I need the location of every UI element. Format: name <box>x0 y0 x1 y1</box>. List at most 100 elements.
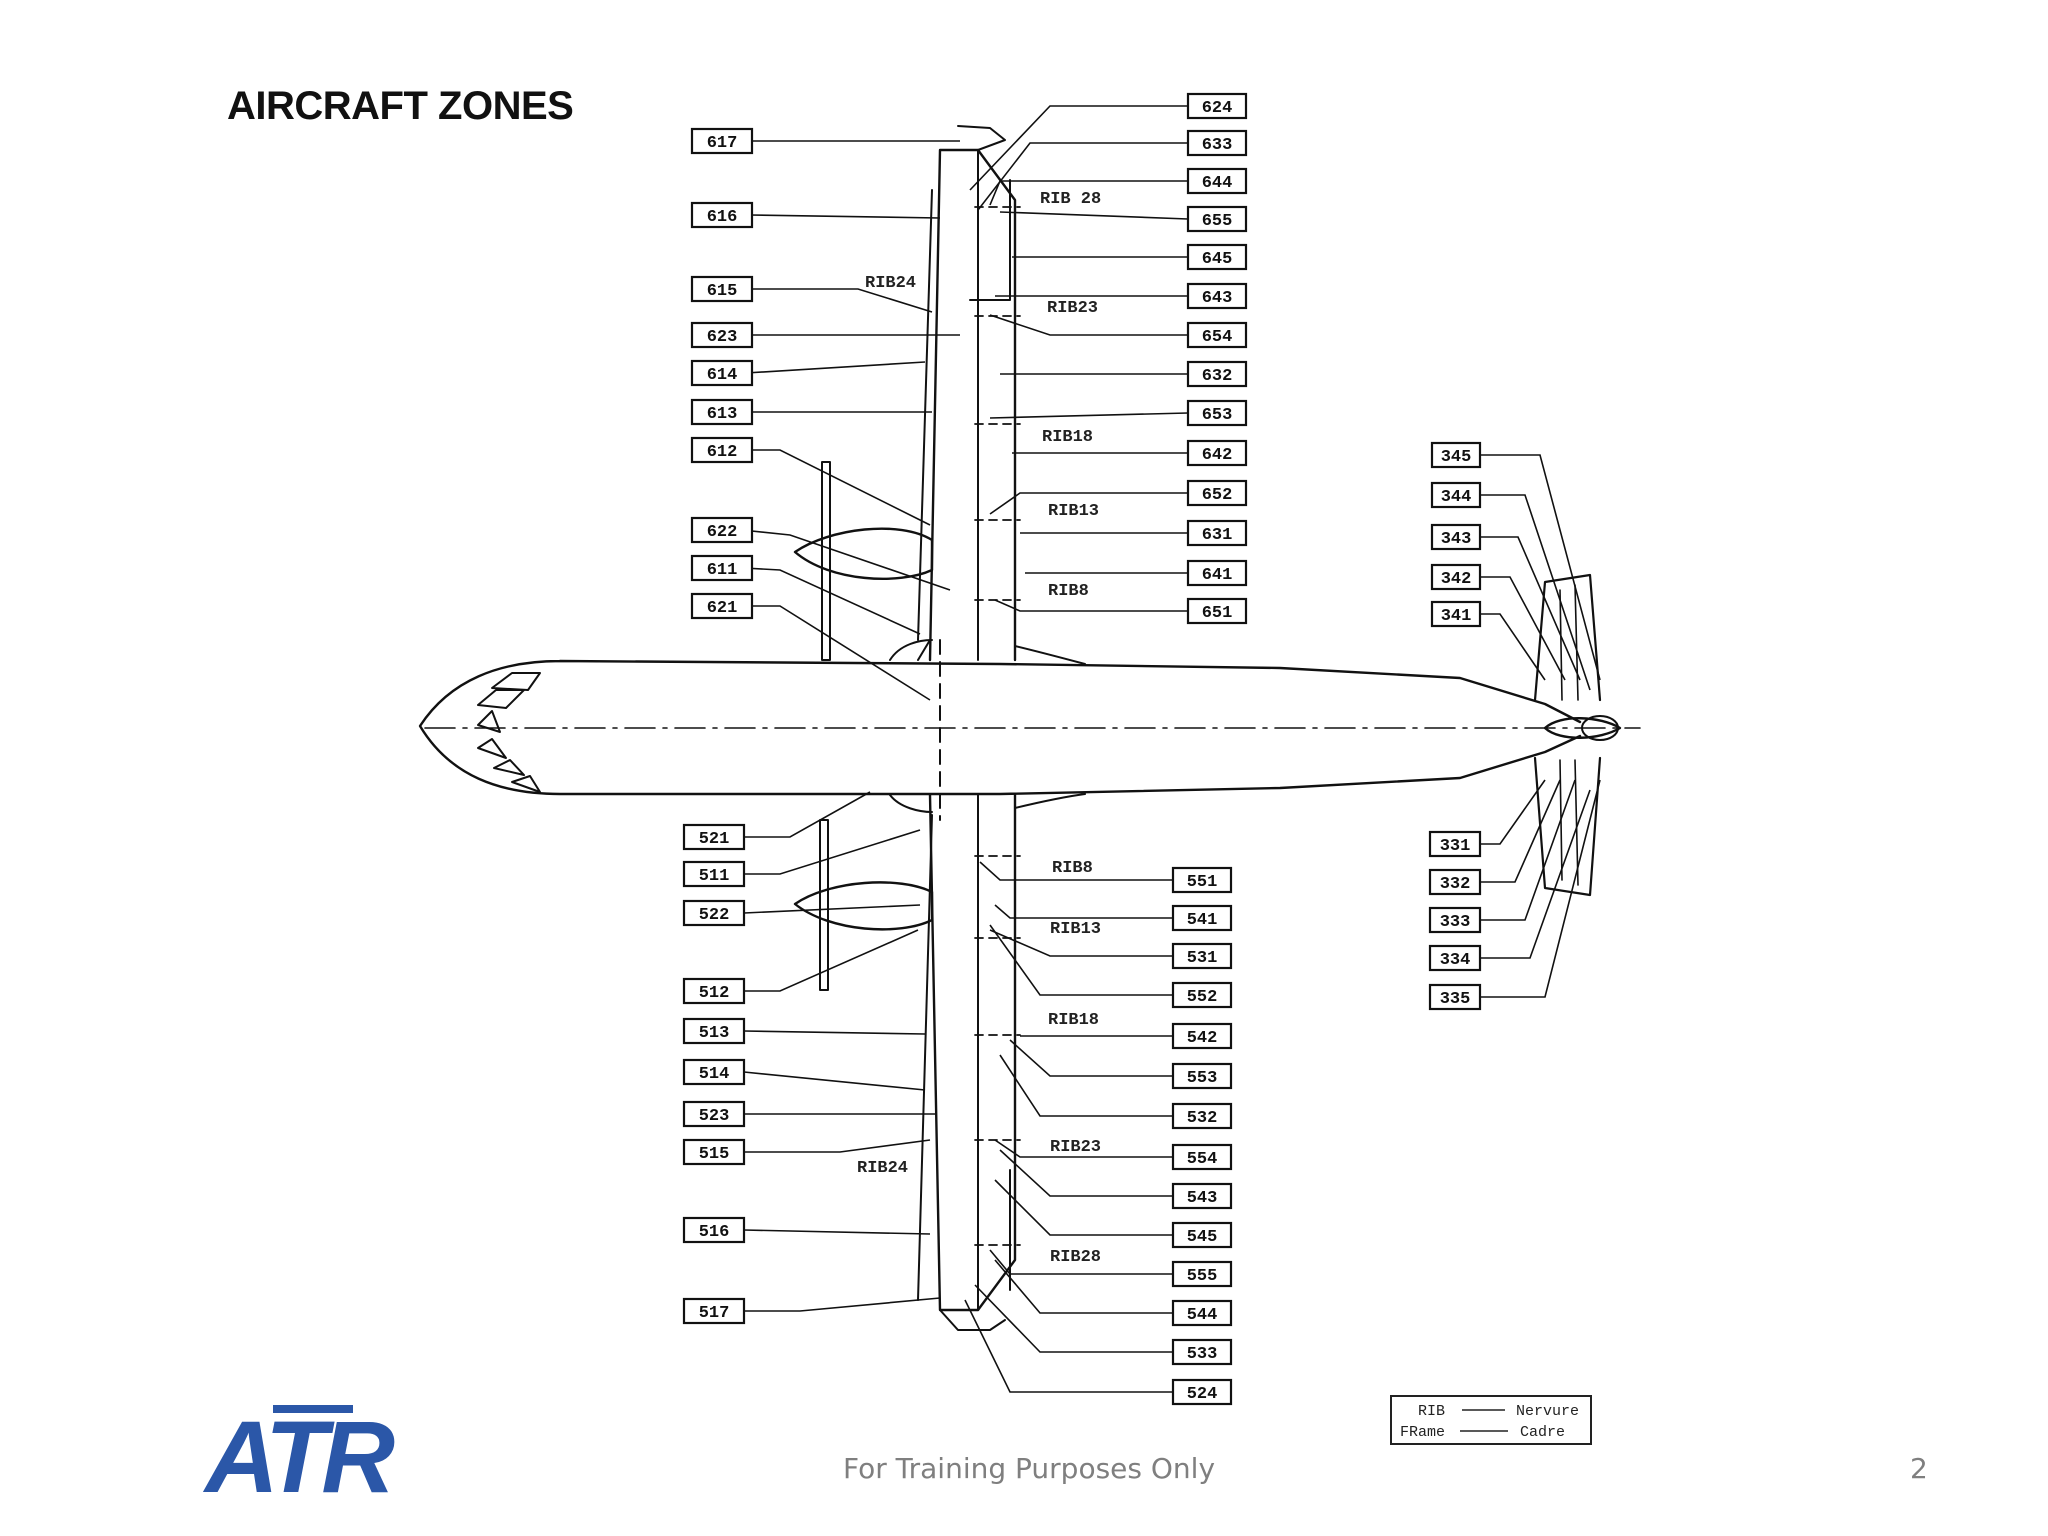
rib-label: RIB18 <box>1042 428 1093 447</box>
footer-text: For Training Purposes Only <box>843 1452 1216 1485</box>
zone-label: 612 <box>707 443 738 462</box>
rib-label: RIB13 <box>1048 502 1099 521</box>
zone-label: 554 <box>1187 1150 1218 1169</box>
zone-label: 555 <box>1187 1267 1218 1286</box>
tail-cone <box>1581 715 1619 741</box>
zone-box-553: 553 <box>1171 1062 1233 1090</box>
zone-label: 524 <box>1187 1385 1218 1404</box>
zone-box-542: 542 <box>1171 1022 1233 1050</box>
zone-label: 614 <box>707 366 738 385</box>
lower-engine-nacelle <box>793 881 934 931</box>
zone-label: 623 <box>707 328 738 347</box>
zone-box-frame <box>690 436 754 464</box>
zone-box-541: 541 <box>1171 904 1233 932</box>
zone-box-frame <box>1186 129 1248 157</box>
zone-box-frame <box>690 127 754 155</box>
upper-wing-fairing <box>889 639 1086 665</box>
zone-box-522: 522 <box>682 899 746 927</box>
zone-box-frame <box>1171 1182 1233 1210</box>
horizontal-stabilizer <box>1533 573 1602 897</box>
zone-label: 335 <box>1440 990 1471 1009</box>
zone-label: 531 <box>1187 949 1218 968</box>
zone-box-frame <box>1171 1221 1233 1249</box>
lower-aileron <box>917 814 933 1301</box>
zone-box-frame <box>690 516 754 544</box>
logo-bar <box>273 1405 353 1413</box>
zone-label: 652 <box>1202 486 1233 505</box>
zone-box-frame <box>690 554 754 582</box>
rib-labels: RIB24 RIB 28 RIB23 RIB18 RIB13 RIB8 RIB8… <box>857 190 1101 1267</box>
upper-wingtip <box>939 125 1006 151</box>
zone-box-frame <box>1428 830 1482 858</box>
rib-label: RIB24 <box>857 1159 908 1178</box>
zone-box-615: 615 <box>690 275 754 303</box>
zone-box-643: 643 <box>1186 282 1248 310</box>
upper-wing-outline <box>928 148 1017 662</box>
zone-box-645: 645 <box>1186 243 1248 271</box>
upper-aileron <box>917 189 933 661</box>
zone-box-616: 616 <box>690 201 754 229</box>
zone-box-633: 633 <box>1186 129 1248 157</box>
zone-box-frame <box>1186 479 1248 507</box>
zone-label: 611 <box>707 561 738 580</box>
zone-label: 515 <box>699 1145 730 1164</box>
zone-boxes: 6176166156236146136126226116216246336446… <box>682 92 1482 1406</box>
zone-box-frame <box>690 201 754 229</box>
fuselage-outline <box>418 659 1582 796</box>
zone-box-frame <box>1171 981 1233 1009</box>
zone-box-512: 512 <box>682 977 746 1005</box>
zone-box-frame <box>1430 441 1482 469</box>
zone-box-655: 655 <box>1186 205 1248 233</box>
zone-box-516: 516 <box>682 1216 746 1244</box>
zone-box-331: 331 <box>1428 830 1482 858</box>
zone-box-517: 517 <box>682 1297 746 1325</box>
zone-label: 343 <box>1441 530 1472 549</box>
zone-box-frame <box>690 592 754 620</box>
zone-box-624: 624 <box>1186 92 1248 120</box>
zone-box-612: 612 <box>690 436 754 464</box>
rib-label: RIB8 <box>1048 582 1089 601</box>
zone-box-frame <box>682 1058 746 1086</box>
zone-box-frame <box>682 1216 746 1244</box>
zone-box-623: 623 <box>690 321 754 349</box>
legend: RIB Nervure FRame Cadre <box>1390 1395 1592 1445</box>
zone-box-frame <box>682 1297 746 1325</box>
rib-label: RIB 28 <box>1040 190 1101 209</box>
zone-box-515: 515 <box>682 1138 746 1166</box>
zone-label: 532 <box>1187 1109 1218 1128</box>
zone-box-611: 611 <box>690 554 754 582</box>
zone-box-frame <box>1171 1022 1233 1050</box>
zone-label: 631 <box>1202 526 1233 545</box>
zone-box-frame <box>690 359 754 387</box>
zone-box-523: 523 <box>682 1100 746 1128</box>
zone-box-345: 345 <box>1430 441 1482 469</box>
zone-box-511: 511 <box>682 860 746 888</box>
zone-label: 613 <box>707 405 738 424</box>
zone-box-frame <box>1186 92 1248 120</box>
zone-label: 533 <box>1187 1345 1218 1364</box>
zone-box-frame <box>1428 906 1482 934</box>
zone-box-344: 344 <box>1430 481 1482 509</box>
zone-label: 622 <box>707 523 738 542</box>
zone-label: 643 <box>1202 289 1233 308</box>
page-number: 2 <box>1910 1452 1928 1485</box>
zone-label: 344 <box>1441 488 1472 507</box>
zone-box-532: 532 <box>1171 1102 1233 1130</box>
zone-label: 341 <box>1441 607 1472 626</box>
rib-label: RIB23 <box>1050 1138 1101 1157</box>
zone-box-frame <box>1430 563 1482 591</box>
zone-box-652: 652 <box>1186 479 1248 507</box>
zone-box-frame <box>1186 167 1248 195</box>
zone-box-513: 513 <box>682 1017 746 1045</box>
zone-box-frame <box>1171 1260 1233 1288</box>
zone-box-552: 552 <box>1171 981 1233 1009</box>
zone-box-335: 335 <box>1428 983 1482 1011</box>
zone-box-frame <box>1428 944 1482 972</box>
zone-box-frame <box>1171 942 1233 970</box>
zone-box-frame <box>1171 1378 1233 1406</box>
zone-box-521: 521 <box>682 823 746 851</box>
zone-box-frame <box>1171 1338 1233 1366</box>
zone-label: 552 <box>1187 988 1218 1007</box>
zone-box-617: 617 <box>690 127 754 155</box>
